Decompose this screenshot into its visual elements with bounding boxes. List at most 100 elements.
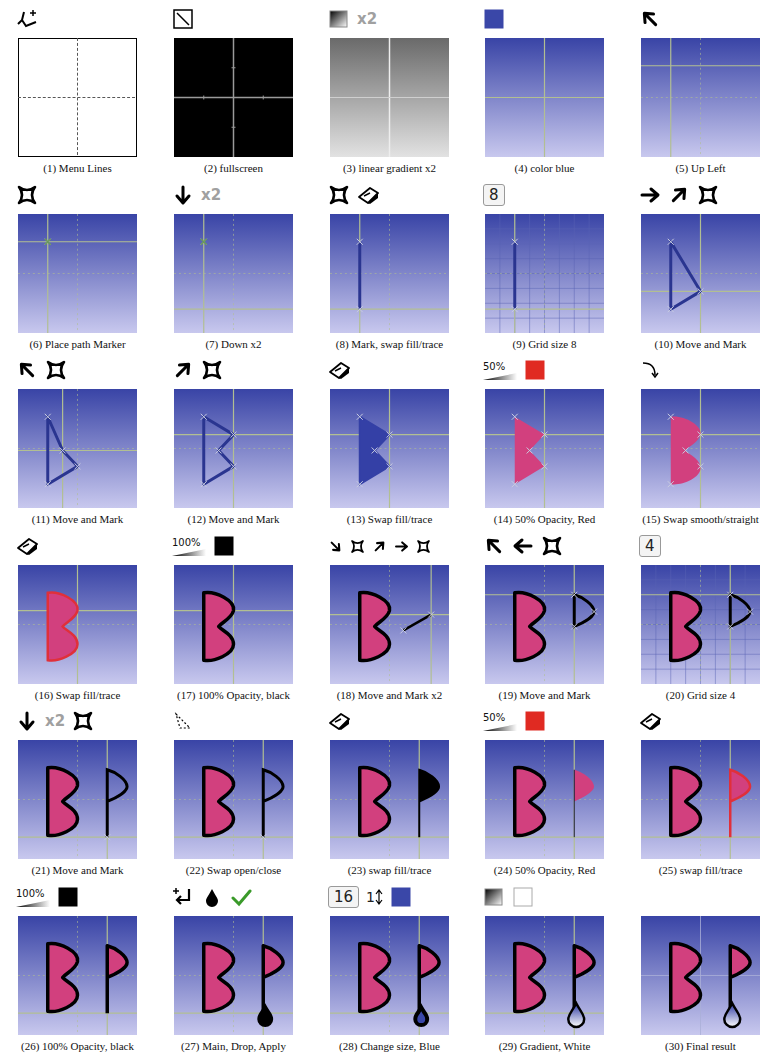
step-caption: (23) swap fill/trace bbox=[310, 864, 469, 876]
step-illustration bbox=[18, 916, 137, 1035]
toolbar-icons: 100% bbox=[16, 883, 79, 911]
svg-path bbox=[45, 239, 51, 245]
svg-path bbox=[485, 565, 604, 684]
step-illustration bbox=[485, 389, 604, 508]
svg-path bbox=[359, 188, 378, 203]
svg-rect bbox=[174, 38, 293, 157]
svg-path bbox=[591, 609, 597, 615]
step-illustration bbox=[485, 740, 604, 859]
svg-path bbox=[360, 593, 390, 661]
svg-path bbox=[18, 389, 137, 508]
toolbar-icons bbox=[16, 181, 38, 209]
svg-path bbox=[485, 214, 604, 333]
svg-path bbox=[330, 916, 449, 1035]
svg-path bbox=[642, 189, 658, 201]
drop-icon bbox=[201, 886, 223, 908]
color-swatch-icon bbox=[213, 535, 235, 557]
svg-path bbox=[48, 944, 78, 1012]
svg-path bbox=[174, 214, 293, 333]
svg-path bbox=[730, 595, 750, 627]
svg-path bbox=[233, 891, 250, 904]
svg-rect bbox=[485, 214, 604, 333]
step-caption: (13) Swap fill/trace bbox=[310, 513, 469, 525]
svg-path bbox=[671, 417, 701, 485]
svg-path bbox=[724, 1003, 740, 1027]
toolbar-icons bbox=[483, 5, 505, 33]
svg-rect bbox=[174, 389, 293, 508]
toolbar-icons bbox=[639, 707, 661, 735]
svg-path bbox=[107, 946, 127, 1013]
svg-rect bbox=[485, 389, 604, 508]
grid-size-value: 16 bbox=[328, 886, 359, 908]
step-illustration bbox=[485, 38, 604, 157]
opacity-value: 50% bbox=[483, 361, 505, 372]
toolbar-icons bbox=[328, 707, 350, 735]
svg-path bbox=[413, 1003, 429, 1027]
opacity-control: 100% bbox=[16, 888, 50, 907]
svg-path bbox=[419, 770, 439, 837]
step-illustration bbox=[330, 389, 449, 508]
svg-path bbox=[484, 536, 504, 556]
toolbar-icons: x2 bbox=[172, 181, 221, 209]
svg-path bbox=[485, 389, 604, 508]
full-icon bbox=[172, 8, 194, 30]
step-illustration bbox=[330, 214, 449, 333]
opacity-ramp bbox=[172, 548, 206, 556]
svg-path bbox=[574, 770, 575, 837]
svg-path bbox=[48, 768, 78, 836]
svg-g bbox=[669, 185, 689, 205]
svg-rect bbox=[330, 916, 449, 1035]
toolbar-icons bbox=[639, 181, 719, 209]
line-width-value: 1 bbox=[366, 889, 375, 905]
step-caption: (2) fullscreen bbox=[154, 162, 313, 174]
step-caption: (14) 50% Opacity, Red bbox=[465, 513, 624, 525]
toolbar-icons bbox=[639, 356, 661, 384]
svg-path bbox=[727, 624, 733, 630]
svg-path bbox=[485, 214, 604, 333]
svg-rect bbox=[215, 537, 233, 555]
step-illustration bbox=[330, 38, 449, 157]
svg-path bbox=[485, 565, 604, 684]
svg-path bbox=[18, 916, 137, 1035]
ft-icon bbox=[639, 710, 661, 732]
svg-path bbox=[18, 565, 137, 684]
repeat-count: x2 bbox=[45, 712, 65, 730]
svg-rect bbox=[18, 565, 137, 684]
svg-g bbox=[173, 360, 193, 380]
svg-path bbox=[403, 615, 431, 631]
svg-path bbox=[357, 481, 363, 487]
svg-path bbox=[176, 714, 190, 728]
svg-rect bbox=[18, 389, 137, 508]
svg-rect bbox=[641, 214, 760, 333]
svg-path bbox=[641, 565, 760, 684]
svg-path bbox=[357, 306, 363, 312]
svg-path bbox=[201, 239, 207, 245]
svg-path bbox=[698, 463, 704, 469]
svg-path bbox=[544, 538, 560, 554]
step-caption: (26) 100% Opacity, black bbox=[0, 1040, 157, 1052]
opacity-value: 100% bbox=[16, 888, 45, 899]
svg-path bbox=[204, 417, 234, 484]
step-illustration bbox=[330, 916, 449, 1035]
svg-path bbox=[646, 719, 652, 722]
step-illustration bbox=[18, 214, 137, 333]
mark-icon bbox=[45, 359, 67, 381]
line-width-group: 1 bbox=[366, 889, 383, 905]
svg-path bbox=[641, 714, 660, 729]
toolbar-icons bbox=[483, 532, 563, 560]
svg-path bbox=[669, 185, 689, 205]
svg-path bbox=[418, 541, 429, 552]
arrow-icon bbox=[639, 8, 661, 30]
svg-path bbox=[177, 13, 189, 25]
step-caption: (29) Gradient, White bbox=[465, 1040, 624, 1052]
svg-path bbox=[727, 592, 733, 598]
svg-path bbox=[104, 834, 110, 840]
svg-path bbox=[513, 242, 516, 309]
toolbar-icons bbox=[328, 181, 379, 209]
toolbar-icons: 16 1 bbox=[328, 883, 412, 911]
svg-path bbox=[330, 214, 449, 333]
svg-path bbox=[174, 740, 293, 859]
svg-path bbox=[364, 193, 370, 196]
step-illustration bbox=[641, 565, 760, 684]
svg-rect bbox=[174, 565, 293, 684]
